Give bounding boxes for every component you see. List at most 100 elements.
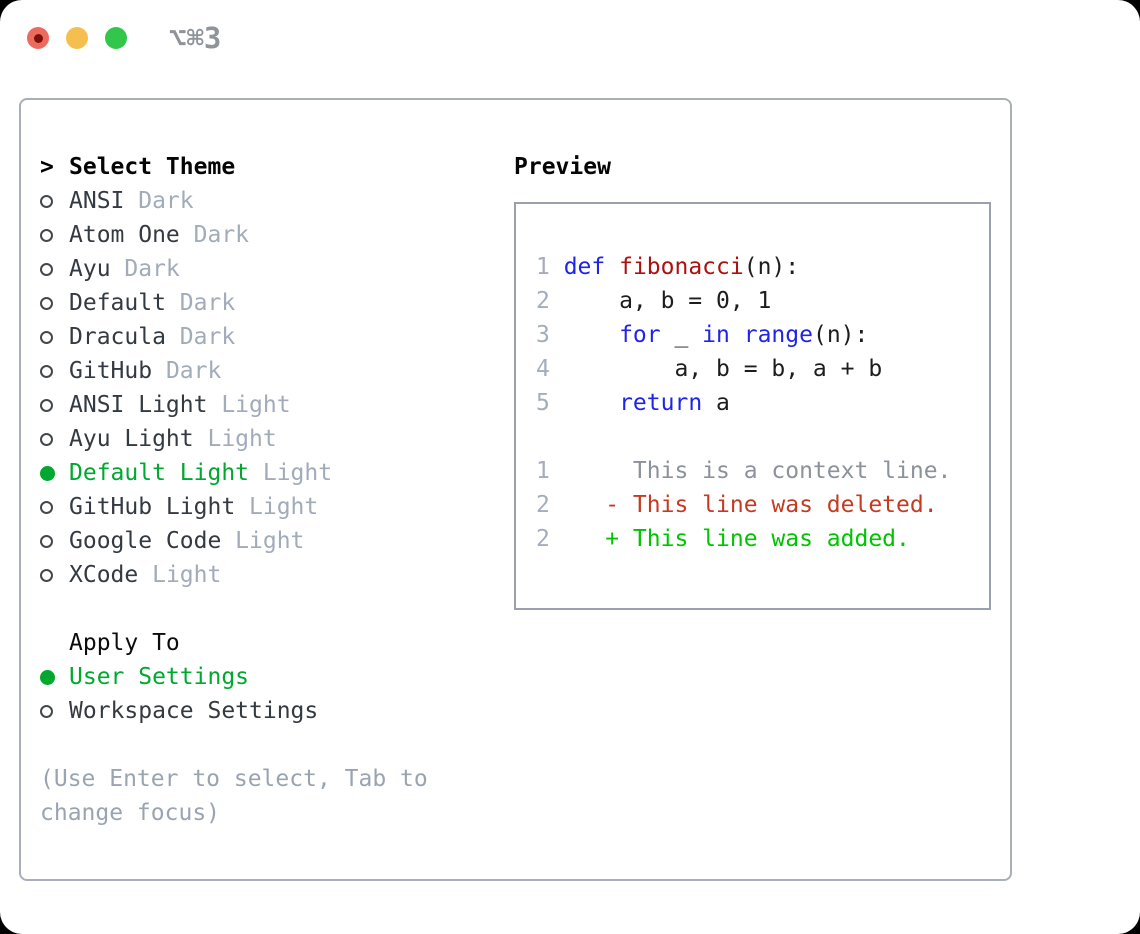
diff-context-text: This is a context line. xyxy=(563,458,952,484)
theme-name: GitHub xyxy=(69,358,153,384)
line-number: 2 xyxy=(536,526,550,552)
theme-variant: Dark xyxy=(138,188,194,214)
main-panel: > Select Theme ANSI Dark Atom One Dark A… xyxy=(19,98,1012,881)
line-number: 2 xyxy=(536,492,550,518)
theme-option-ayu-dark[interactable]: Ayu Dark xyxy=(40,252,480,286)
apply-option-user-settings[interactable]: User Settings xyxy=(40,660,480,694)
minimize-button[interactable] xyxy=(66,27,88,49)
diff-line-deleted: 2 - This line was deleted. xyxy=(536,488,989,522)
code-line-2: 2 a, b = 0, 1 xyxy=(536,284,989,318)
theme-option-atom-one-dark[interactable]: Atom One Dark xyxy=(40,218,480,252)
theme-variant: Light xyxy=(235,528,305,554)
theme-variant: Light xyxy=(262,460,333,486)
window-title: ⌥⌘3 xyxy=(169,21,222,55)
theme-option-default-dark[interactable]: Default Dark xyxy=(40,286,480,320)
radio-slot xyxy=(40,704,69,718)
close-dot-icon xyxy=(33,33,43,43)
code-line-5: 5 return a xyxy=(536,386,989,420)
line-number: 3 xyxy=(536,322,550,348)
token-keyword: range xyxy=(743,322,813,348)
radio-icon xyxy=(40,500,53,514)
theme-name: Default Light xyxy=(69,460,250,486)
line-number: 2 xyxy=(536,288,550,314)
apply-option-workspace-settings[interactable]: Workspace Settings xyxy=(40,694,480,728)
radio-slot xyxy=(40,330,69,344)
theme-name: GitHub Light xyxy=(69,494,236,520)
theme-name: Dracula xyxy=(69,324,166,350)
theme-option-ayu-light[interactable]: Ayu Light Light xyxy=(40,422,480,456)
theme-name: Google Code xyxy=(69,528,222,554)
token-keyword: in xyxy=(702,322,730,348)
theme-option-github-dark[interactable]: GitHub Dark xyxy=(40,354,480,388)
token-keyword: for xyxy=(619,322,661,348)
close-button[interactable] xyxy=(27,27,49,49)
theme-variant: Light xyxy=(152,562,222,588)
theme-variant: Dark xyxy=(179,290,236,316)
theme-name: ANSI xyxy=(69,188,125,214)
theme-option-xcode[interactable]: XCode Light xyxy=(40,558,480,592)
theme-option-default-light[interactable]: Default Light Light xyxy=(40,456,480,490)
token-keyword: return xyxy=(619,390,703,416)
radio-slot xyxy=(40,296,69,310)
line-number: 4 xyxy=(536,356,550,382)
token-plain: a xyxy=(702,390,730,416)
token-plain: (n): xyxy=(812,322,869,348)
theme-variant: Dark xyxy=(124,256,180,282)
titlebar: ⌥⌘3 xyxy=(27,21,222,55)
diff-deleted-text: - This line was deleted. xyxy=(563,492,938,518)
radio-slot xyxy=(40,568,69,582)
theme-variant: Dark xyxy=(193,222,250,248)
theme-option-github-light[interactable]: GitHub Light Light xyxy=(40,490,480,524)
diff-line-added: 2 + This line was added. xyxy=(536,522,989,556)
theme-name: Ayu xyxy=(69,256,111,282)
apply-option-label: Workspace Settings xyxy=(69,698,319,724)
theme-option-dracula-dark[interactable]: Dracula Dark xyxy=(40,320,480,354)
theme-name: Ayu Light xyxy=(69,426,194,452)
theme-name: Atom One xyxy=(69,222,180,248)
zoom-button[interactable] xyxy=(105,27,127,49)
preview-heading: Preview xyxy=(514,154,611,180)
radio-slot xyxy=(40,669,69,685)
theme-option-ansi-light[interactable]: ANSI Light Light xyxy=(40,388,480,422)
line-number: 1 xyxy=(536,458,550,484)
theme-list-heading-row: > Select Theme xyxy=(40,150,480,184)
radio-selected-icon xyxy=(40,465,55,481)
token-plain: (n): xyxy=(743,254,800,280)
theme-name: Default xyxy=(69,290,166,316)
theme-variant: Light xyxy=(207,426,277,452)
token-function: fibonacci xyxy=(619,254,744,280)
theme-option-ansi-dark[interactable]: ANSI Dark xyxy=(40,184,480,218)
select-theme-heading: Select Theme xyxy=(69,154,236,180)
radio-icon xyxy=(40,398,53,412)
help-text: (Use Enter to select, Tab to change focu… xyxy=(40,766,428,826)
radio-icon xyxy=(40,330,53,344)
token-plain xyxy=(564,390,619,416)
radio-icon xyxy=(40,364,53,378)
theme-variant: Light xyxy=(249,494,319,520)
theme-variant: Light xyxy=(221,392,291,418)
radio-icon xyxy=(40,194,53,208)
code-line-3: 3 for _ in range(n): xyxy=(536,318,989,352)
radio-icon xyxy=(40,228,53,242)
token-plain: a, b = b, a + b xyxy=(563,356,883,382)
radio-slot xyxy=(40,262,69,276)
radio-slot xyxy=(40,364,69,378)
radio-slot xyxy=(40,228,69,242)
radio-slot xyxy=(40,465,69,481)
token-keyword: def xyxy=(563,254,606,280)
radio-icon xyxy=(40,534,53,548)
radio-icon xyxy=(40,432,53,446)
token-plain xyxy=(730,322,744,348)
theme-variant: Dark xyxy=(179,324,236,350)
code-line-4: 4 a, b = b, a + b xyxy=(536,352,989,386)
traffic-lights xyxy=(27,27,127,49)
token-plain: a, b = 0, 1 xyxy=(563,288,772,314)
diff-added-text: + This line was added. xyxy=(563,526,910,552)
radio-slot xyxy=(40,398,69,412)
diff-line-context: 1 This is a context line. xyxy=(536,454,989,488)
theme-option-google-code[interactable]: Google Code Light xyxy=(40,524,480,558)
